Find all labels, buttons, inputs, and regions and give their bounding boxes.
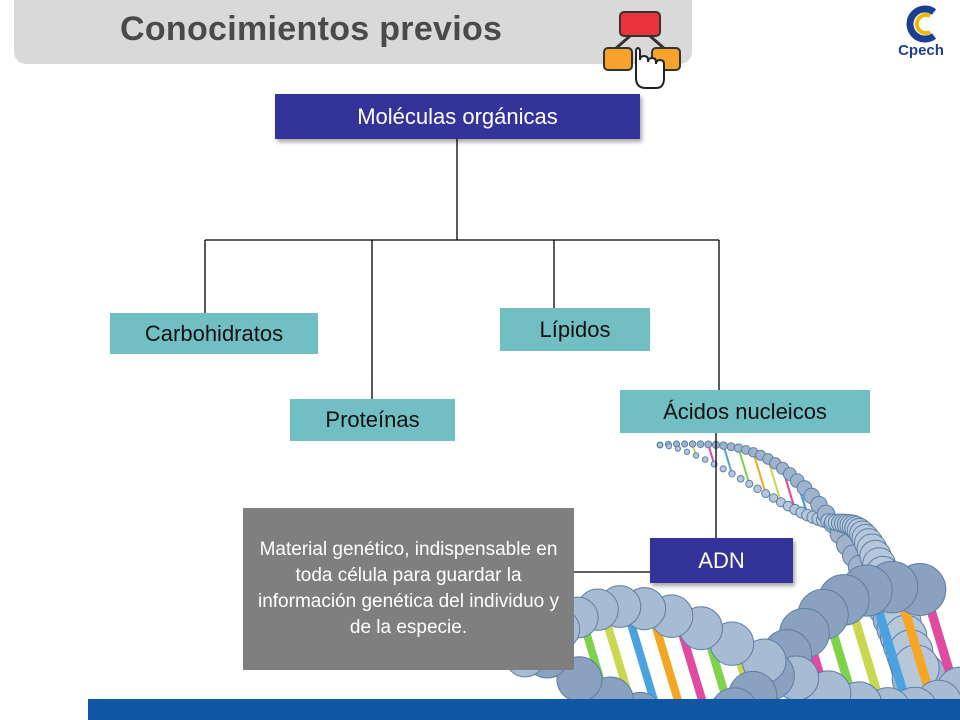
node-adn: ADN [650,538,793,583]
node-lipidos: Lípidos [500,308,650,351]
title-bar [14,0,692,64]
footer-bar [88,699,960,720]
node-acidos-nucleicos: Ácidos nucleicos [620,390,870,433]
node-root: Moléculas orgánicas [275,94,640,139]
concept-map-click-icon [603,11,681,89]
node-carbohidratos: Carbohidratos [110,313,318,354]
cpech-logo-icon [906,5,937,43]
cpech-logo: Cpech [890,4,952,64]
adn-description: Material genético, indispensable en toda… [243,508,574,670]
page-title: Conocimientos previos [120,10,503,48]
logo-text: Cpech [898,42,944,59]
node-proteinas: Proteínas [290,399,455,441]
